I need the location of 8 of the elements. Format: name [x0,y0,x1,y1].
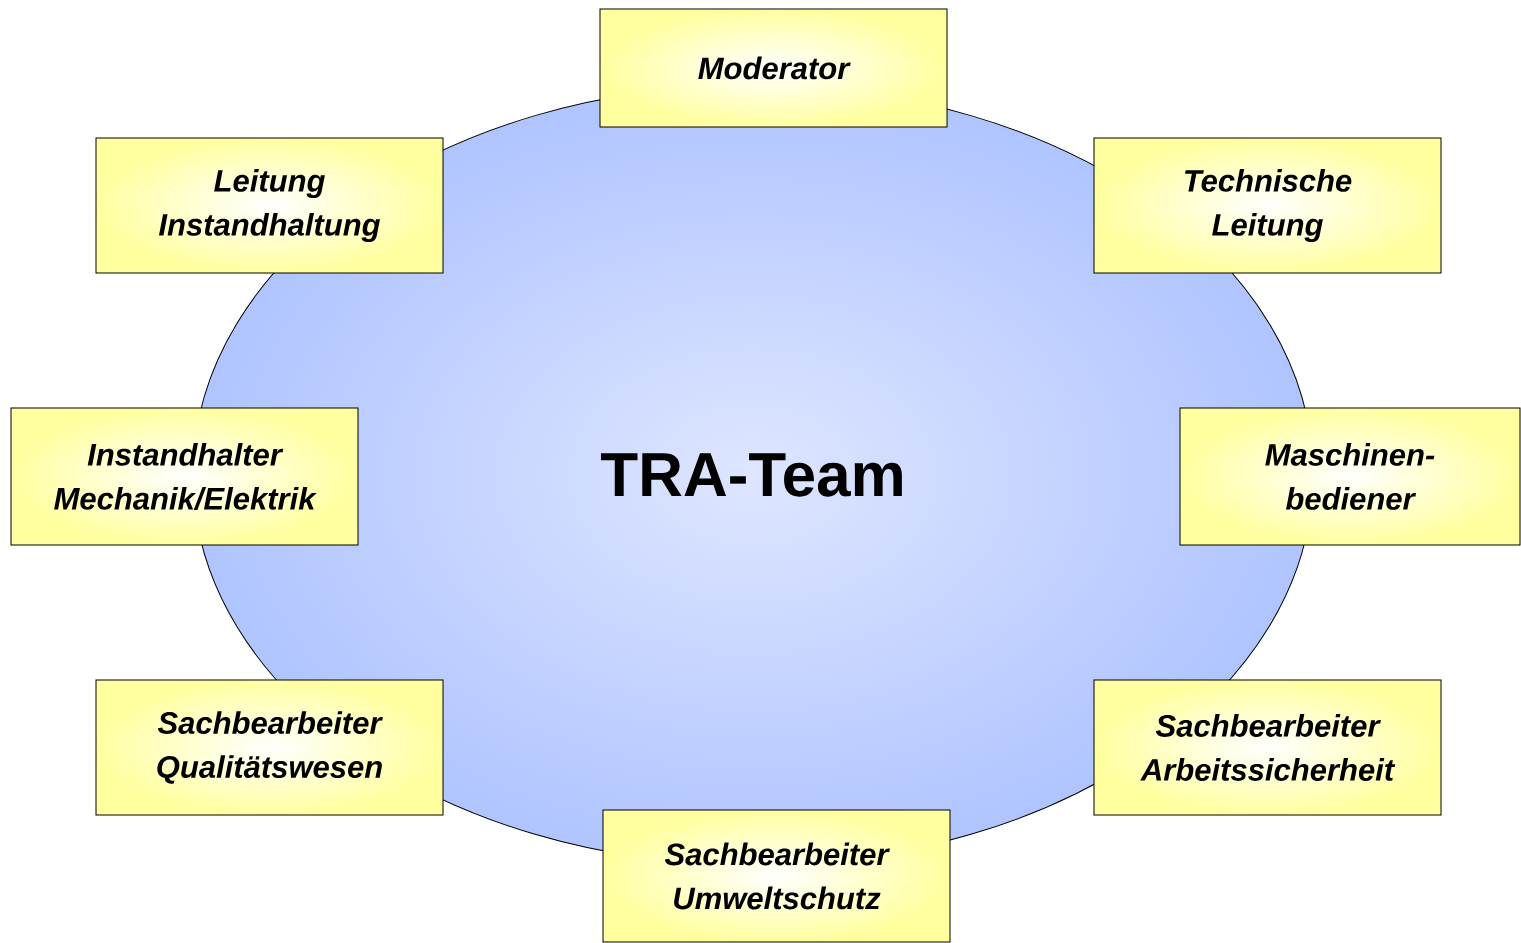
role-box: Sachbearbeiter Arbeitssicherheit [1093,679,1442,816]
role-box: Maschinen- bediener [1179,407,1521,546]
role-box: Sachbearbeiter Umweltschutz [602,809,951,943]
role-box: Instandhalter Mechanik/Elektrik [10,407,359,546]
role-box: Sachbearbeiter Qualitätswesen [95,679,444,816]
role-box: Leitung Instandhaltung [95,137,444,274]
role-box: Technische Leitung [1093,137,1442,274]
role-box: Moderator [599,8,948,128]
